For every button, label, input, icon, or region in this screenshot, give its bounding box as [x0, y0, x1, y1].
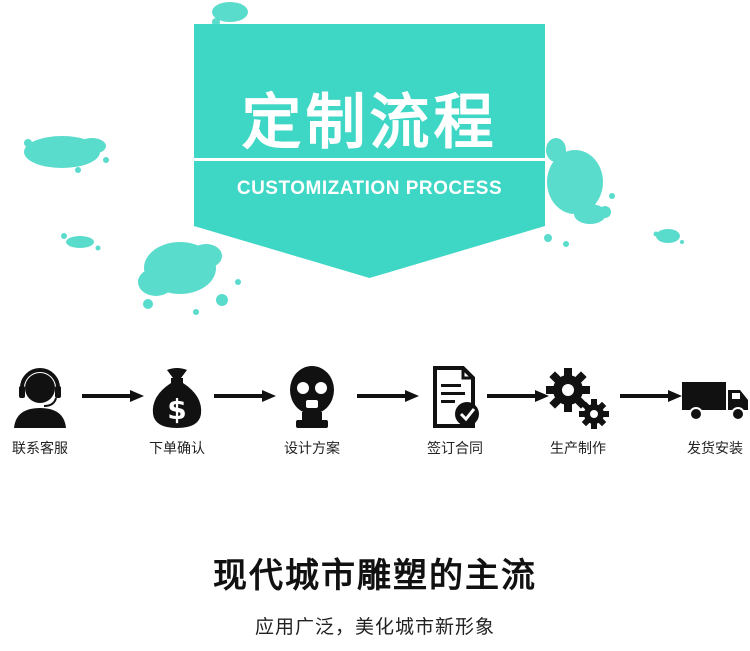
arrow-icon	[357, 390, 419, 402]
arrow-icon	[487, 390, 549, 402]
step-delivery-install: 发货安装	[660, 360, 750, 470]
process-flow: 联系客服 $ 下单确认 设计方案	[0, 360, 750, 470]
money-bag-icon: $	[152, 368, 202, 428]
banner-shape	[194, 24, 545, 278]
step-design-plan: 设计方案	[257, 360, 367, 470]
banner-subtitle: CUSTOMIZATION PROCESS	[236, 178, 503, 199]
step-label: 发货安装	[687, 441, 743, 457]
step-order-confirm: $ 下单确认	[122, 360, 232, 470]
ink-splash-decoration	[24, 2, 684, 315]
arrow-icon	[620, 390, 682, 402]
step-production: 生产制作	[523, 360, 633, 470]
gears-icon	[546, 368, 609, 429]
arrow-icon	[214, 390, 276, 402]
step-label: 联系客服	[12, 441, 68, 457]
banner-title: 定制流程	[241, 88, 498, 158]
step-label: 生产制作	[550, 441, 606, 457]
arrow-icon	[82, 390, 144, 402]
customer-service-headset-icon	[14, 368, 66, 428]
title-banner: 定制流程 CUSTOMIZATION PROCESS	[194, 24, 545, 278]
step-label: 设计方案	[284, 441, 340, 457]
subheadline: 应用广泛，美化城市新形象	[254, 616, 495, 638]
step-contact-service: 联系客服	[0, 360, 95, 470]
contract-document-icon	[433, 366, 479, 428]
step-sign-contract: 签订合同	[400, 360, 510, 470]
headline: 现代城市雕塑的主流	[213, 556, 537, 596]
design-mask-icon	[290, 366, 334, 428]
step-label: 下单确认	[149, 441, 205, 457]
svg-text:$: $	[167, 393, 186, 426]
delivery-truck-icon	[682, 382, 748, 421]
step-label: 签订合同	[427, 441, 483, 457]
